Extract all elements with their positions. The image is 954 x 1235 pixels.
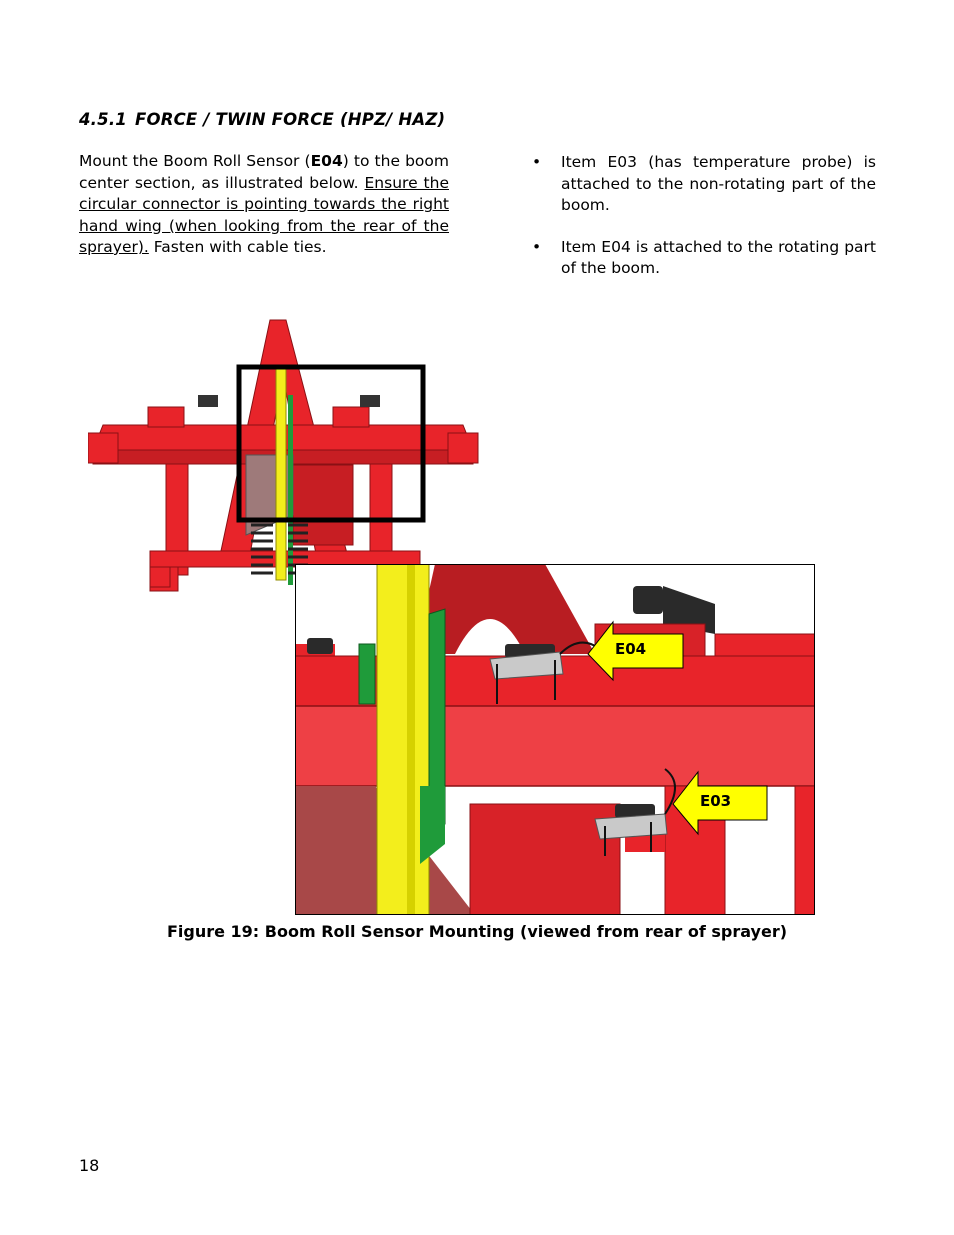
bullet-text: Item E03 (has temperature probe) is atta… xyxy=(561,153,876,214)
section-heading: 4.5.1 FORCE / TWIN FORCE (HPZ/ HAZ) xyxy=(79,110,445,129)
section-number: 4.5.1 xyxy=(79,110,127,129)
sensor-detail-image: E04 E03 xyxy=(295,564,815,915)
mounting-instructions: Mount the Boom Roll Sensor (E04) to the … xyxy=(79,151,449,259)
connector-orientation-note: Ensure the circular connector is pointin… xyxy=(79,173,449,257)
bullet-text: Item E04 is attached to the rotating par… xyxy=(561,237,876,278)
instruction-text: Fasten with cable ties. xyxy=(148,238,327,256)
instruction-text: Mount the Boom Roll Sensor ( xyxy=(79,152,311,170)
bullet-icon: • xyxy=(532,237,542,256)
list-item: • Item E03 (has temperature probe) is at… xyxy=(530,152,876,217)
e03-label: E03 xyxy=(700,792,731,810)
boom-center-overview-image xyxy=(88,319,479,592)
sensor-id: E04 xyxy=(310,152,343,170)
list-item: • Item E04 is attached to the rotating p… xyxy=(530,237,876,280)
bullet-list: • Item E03 (has temperature probe) is at… xyxy=(530,152,876,300)
figure-caption: Figure 19: Boom Roll Sensor Mounting (vi… xyxy=(166,922,788,941)
page-number: 18 xyxy=(79,1156,100,1175)
bullet-icon: • xyxy=(532,153,542,171)
instruction-text: ) to the boom center section, as illustr… xyxy=(79,152,450,192)
section-title: FORCE / TWIN FORCE (HPZ/ HAZ) xyxy=(135,110,446,129)
e04-label: E04 xyxy=(615,640,646,658)
